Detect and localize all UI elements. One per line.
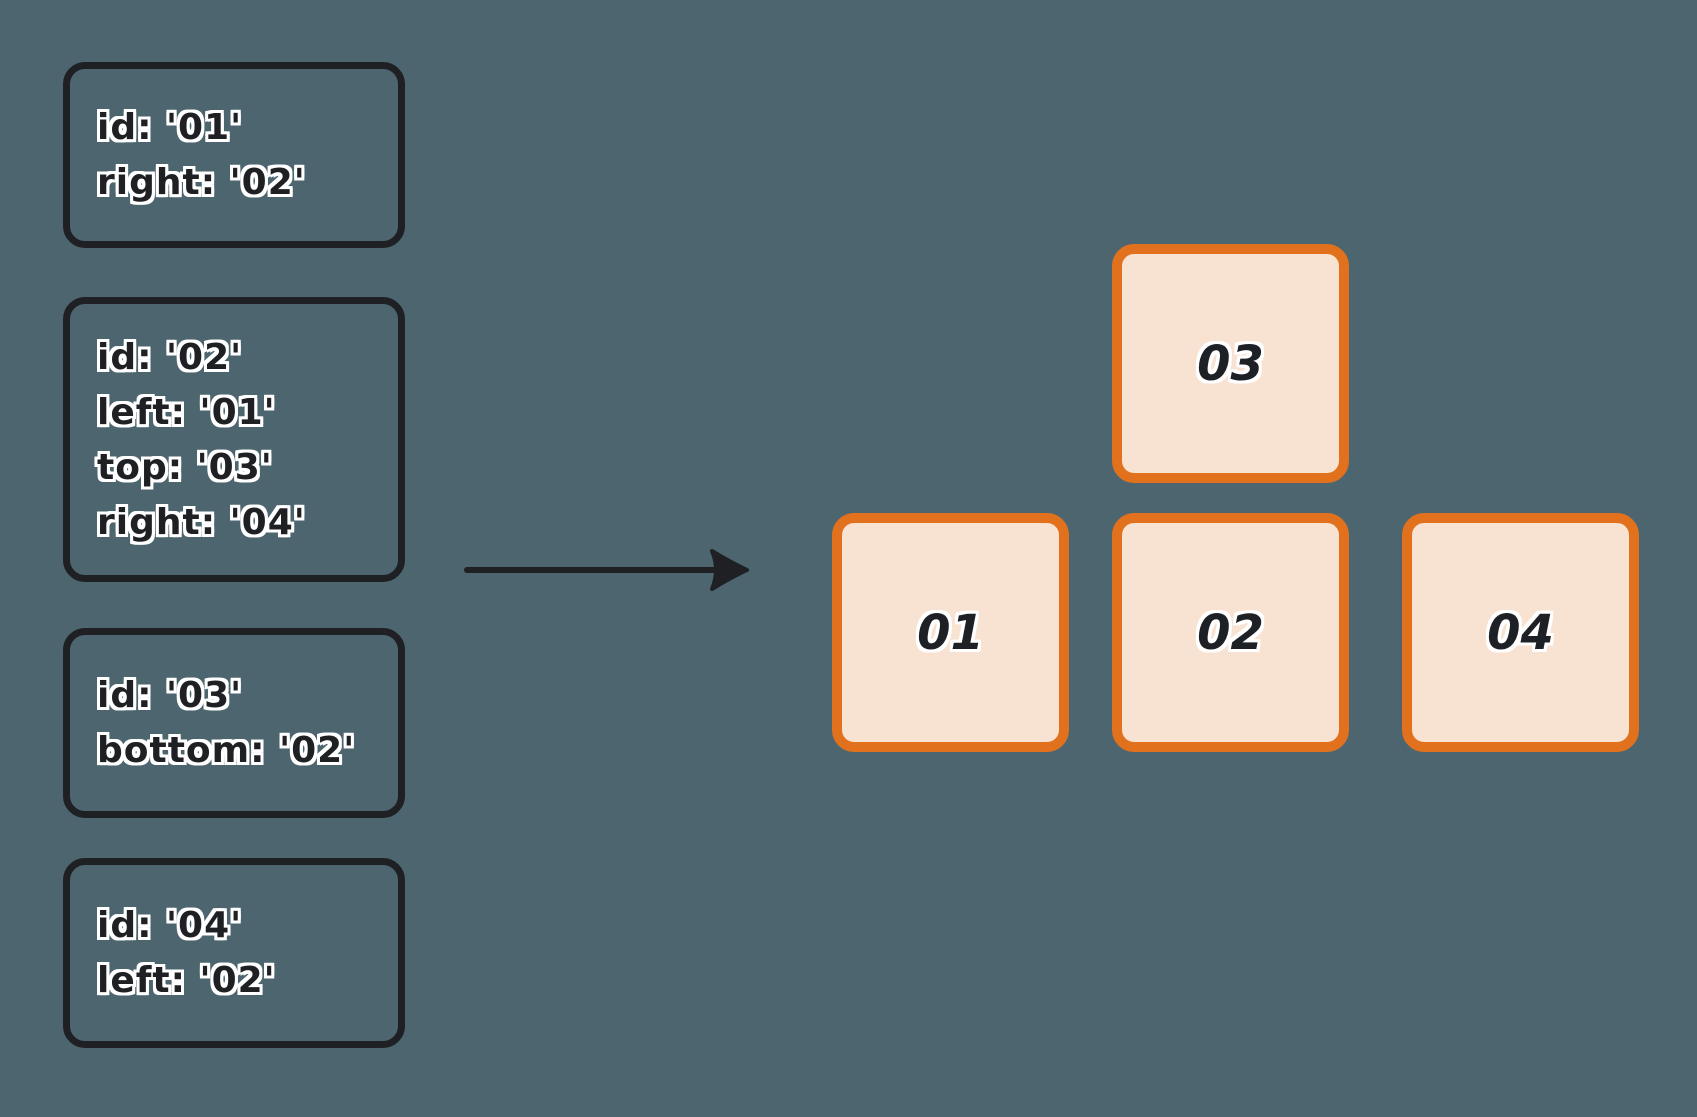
card-04-line-left: left: '02' — [97, 960, 276, 1001]
tile-01-label: 01 — [917, 604, 984, 661]
card-03-line-id: id: '03' — [97, 675, 243, 716]
card-03-line-bottom: bottom: '02' — [97, 730, 356, 771]
card-01-line-id: id: '01' — [97, 107, 243, 148]
tile-02-label: 02 — [1197, 604, 1264, 661]
definition-card-04: id: '04' left: '02' — [63, 858, 405, 1048]
card-02-line-left: left: '01' — [97, 391, 276, 433]
definition-card-03: id: '03' bottom: '02' — [63, 628, 405, 818]
tile-04-label: 04 — [1487, 604, 1554, 661]
tile-01: 01 — [832, 513, 1069, 752]
tile-03-label: 03 — [1197, 335, 1264, 392]
card-04-line-id: id: '04' — [97, 905, 243, 946]
tile-04: 04 — [1402, 513, 1639, 752]
tile-03: 03 — [1112, 244, 1349, 483]
definition-card-02: id: '02' left: '01' top: '03' right: '04… — [63, 297, 405, 582]
tile-02: 02 — [1112, 513, 1349, 752]
card-02-line-id: id: '02' — [97, 336, 243, 378]
definition-card-01: id: '01' right: '02' — [63, 62, 405, 248]
card-01-line-right: right: '02' — [97, 162, 306, 203]
card-02-line-right: right: '04' — [97, 501, 306, 543]
card-02-line-top: top: '03' — [97, 446, 273, 488]
